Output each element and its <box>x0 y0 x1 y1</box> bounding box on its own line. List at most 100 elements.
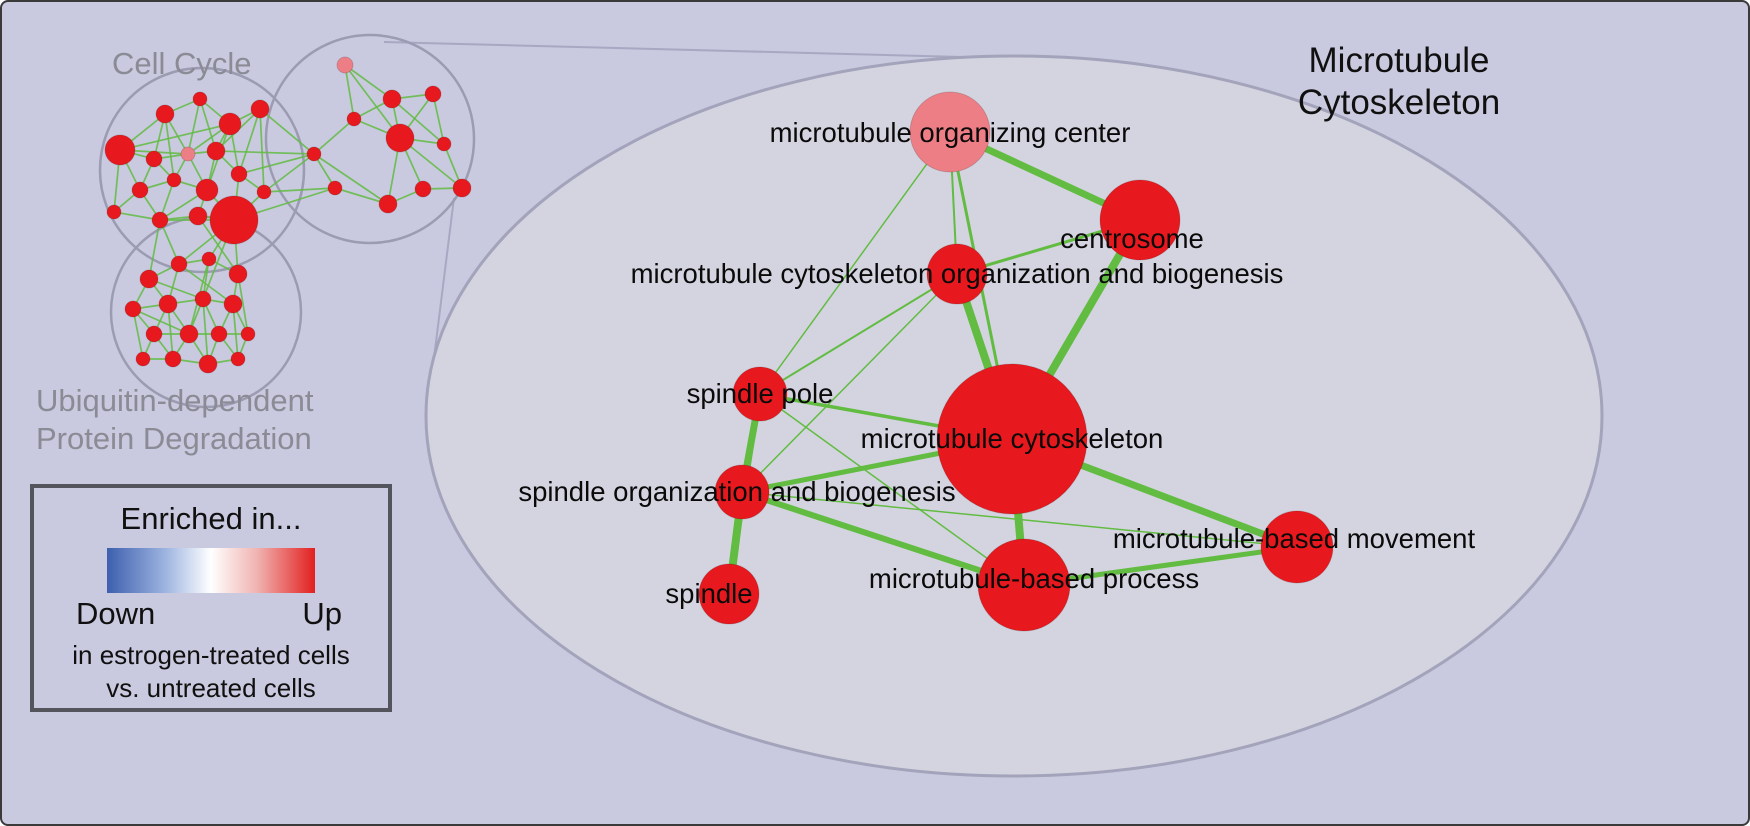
overview-node <box>106 204 122 220</box>
overview-node <box>195 178 219 202</box>
overview-node <box>104 134 136 166</box>
overview-edge <box>215 150 315 155</box>
detail-nodes <box>698 91 1334 632</box>
overview-edge <box>232 303 239 360</box>
overview-node <box>124 300 142 318</box>
overview-node <box>240 326 256 342</box>
overview-node <box>166 172 182 188</box>
overview-edge <box>344 64 355 120</box>
detail-cluster-title-line2: Cytoskeleton <box>1297 83 1501 122</box>
overview-edge <box>334 187 389 205</box>
cluster-label-ubiquitin-line1: Ubiquitin-dependent <box>36 383 314 418</box>
overview-edge <box>432 93 445 145</box>
overview-node <box>385 123 415 153</box>
overview-node <box>378 194 398 214</box>
overview-node <box>424 85 442 103</box>
zoom-connector-line <box>431 197 455 375</box>
node-label-spindle_pole: spindle pole <box>687 378 834 409</box>
node-moc <box>909 91 991 173</box>
overview-edge <box>259 108 315 155</box>
overview-edge <box>202 298 209 365</box>
overview-node <box>210 325 228 343</box>
node-spindle_pole <box>732 366 788 422</box>
overview-edge <box>167 303 174 360</box>
overview-node <box>414 180 432 198</box>
overview-node <box>230 165 248 183</box>
overview-edge <box>313 118 355 155</box>
edge-so-mbp <box>739 489 1027 588</box>
overview-edge <box>148 219 161 280</box>
cluster-outline-microtubule-cytoskeleton <box>264 33 476 245</box>
node-label-so: spindle organization and biogenesis <box>518 476 955 507</box>
detail-cluster-title: Microtubule Cytoskeleton <box>1254 40 1544 124</box>
overview-node <box>151 211 169 229</box>
overview-edge <box>238 108 261 175</box>
overview-node <box>230 351 246 367</box>
overview-node <box>201 251 217 267</box>
legend-subtitle-line1: in estrogen-treated cells <box>72 640 350 670</box>
overview-node <box>256 184 272 200</box>
node-mbm <box>1260 510 1334 584</box>
edge-moc-spindle_pole <box>759 131 951 395</box>
overview-edge <box>259 108 265 193</box>
legend-endpoint-labels: Down Up <box>34 596 388 632</box>
overview-node <box>250 99 270 119</box>
overview-node <box>180 146 196 162</box>
overview-node <box>198 354 218 374</box>
overview-edge <box>197 215 239 275</box>
overview-node <box>382 89 402 109</box>
overview-node <box>306 146 322 162</box>
overview-node <box>155 104 175 124</box>
overview-edge <box>164 113 175 181</box>
overview-node <box>194 290 212 308</box>
overview-node <box>223 294 243 314</box>
node-label-mc: microtubule cytoskeleton <box>861 423 1164 454</box>
overview-node <box>192 91 208 107</box>
overview-edge <box>132 308 144 360</box>
overview-node <box>206 141 226 161</box>
overview-edge <box>313 153 389 205</box>
cluster-label-ubiquitin: Ubiquitin-dependent Protein Degradation <box>36 382 314 458</box>
edge-spindle_pole-mbp <box>759 393 1025 586</box>
overview-node <box>436 136 452 152</box>
overview-node <box>336 56 354 74</box>
overview-edge <box>119 123 231 151</box>
legend-up-label: Up <box>302 596 342 631</box>
node-centrosome <box>1099 179 1181 261</box>
overview-node <box>158 294 178 314</box>
node-so <box>714 464 770 520</box>
overview-node <box>135 351 151 367</box>
node-mco <box>926 243 988 305</box>
legend-gradient-bar <box>107 548 315 593</box>
overview-node <box>188 206 208 226</box>
edge-mco-spindle_pole <box>759 273 958 395</box>
legend-title: Enriched in... <box>120 501 302 536</box>
overview-node <box>452 178 472 198</box>
zoom-connector-lines <box>383 41 1003 375</box>
cluster-label-cell-cycle: Cell Cycle <box>112 46 252 81</box>
overview-edge <box>263 153 315 193</box>
cluster-outline-cell-cycle <box>98 66 306 274</box>
overview-edge <box>391 98 445 145</box>
node-label-mco: microtubule cytoskeleton organization an… <box>631 258 1284 289</box>
overview-node <box>209 195 259 245</box>
overview-edge <box>263 187 336 193</box>
legend-subtitle-line2: vs. untreated cells <box>106 673 316 703</box>
overview-nodes <box>104 56 472 374</box>
node-label-spindle: spindle <box>665 578 752 609</box>
detail-node-labels: microtubule organizing center centrosome m… <box>518 117 1475 609</box>
node-label-moc: microtubule organizing center <box>770 117 1131 148</box>
cluster-label-ubiquitin-line2: Protein Degradation <box>36 421 312 456</box>
node-mc <box>936 363 1088 515</box>
legend-down-label: Down <box>76 596 156 631</box>
overview-edge <box>237 273 249 335</box>
node-label-mbp: microtubule-based process <box>869 563 1199 594</box>
node-label-centrosome: centrosome <box>1060 223 1204 254</box>
overview-node <box>164 350 182 368</box>
overview-node <box>218 112 242 136</box>
overview-edge <box>199 98 217 152</box>
overview-node <box>327 180 343 196</box>
overview-edge <box>148 278 204 300</box>
